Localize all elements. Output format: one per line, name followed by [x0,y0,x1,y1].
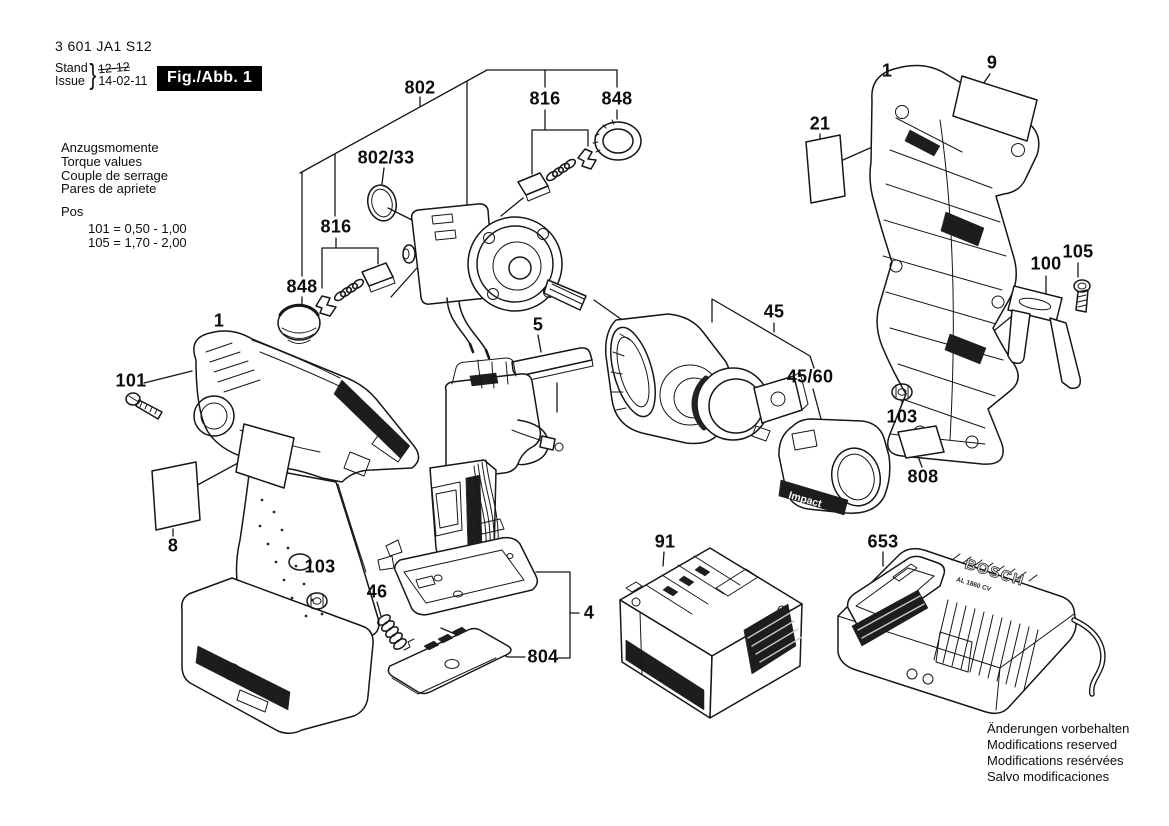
part-callout-45-60: 45/60 [786,366,834,387]
part-callout-100: 100 [1030,253,1062,274]
part-callout-816: 816 [529,88,561,109]
motor-assembly-drawing [402,203,587,360]
notice-es: Salvo modificaciones [987,769,1110,784]
issue-date: 14-02-11 [98,74,148,88]
contact-plate-804-drawing [387,626,512,695]
notice-de: Änderungen vorbehalten [987,721,1130,736]
brush-set-top-drawing [517,148,597,202]
part-callout-808: 808 [907,466,939,487]
revision-block: Stand Issue } 12-12 14-02-11 [55,59,148,91]
part-callout-653: 653 [867,531,899,552]
nut-103-right-drawing [891,383,913,401]
stand-label: Stand [55,61,88,75]
torque-title-de: Anzugsmomente [61,140,159,155]
part-callout-8: 8 [167,535,179,556]
screw-105-drawing [1073,279,1091,313]
part-callout-91: 91 [654,531,676,552]
part-callout-45: 45 [763,301,785,322]
battery-91-drawing [619,547,803,719]
belt-clip-100-drawing [1007,285,1082,390]
torque-entry-101: 101 = 0,50 - 1,00 [88,220,187,236]
torque-entry-105: 105 = 1,70 - 2,00 [88,235,187,251]
notice-en: Modifications reserved [987,737,1118,752]
part-callout-848: 848 [286,276,318,297]
part-callout-103: 103 [304,556,336,577]
part-callout-804: 804 [527,646,559,667]
document-part-number: 3 601 JA1 S12 [55,38,153,54]
modifications-notice: Änderungen vorbehalten Modifications res… [987,721,1129,785]
screw-101-drawing [125,392,163,420]
brush-set-left-drawing [315,262,396,317]
revision-dates: 12-12 14-02-11 [98,60,148,88]
part-callout-848: 848 [601,88,633,109]
left-housing-drawing [181,330,420,734]
revision-brace: } [89,59,96,91]
notice-fr: Modifications resérvées [987,753,1124,768]
impact-mechanism-45-drawing [604,313,809,445]
part-callout-105: 105 [1062,241,1094,262]
pos-label: Pos [61,204,84,220]
part-callout-46: 46 [366,581,388,602]
sticker-808-drawing [897,425,945,459]
torque-title-fr: Couple de serrage [61,167,168,183]
o-ring-drawing [366,184,398,222]
part-callout-802-33: 802/33 [357,147,415,168]
part-callout-802: 802 [404,77,436,98]
part-callout-101: 101 [115,370,147,391]
ring-nut-848-top-drawing [592,119,642,161]
torque-title-en: Torque values [61,153,142,169]
revision-labels: Stand Issue [55,62,88,88]
cap-848-left-drawing [277,303,321,344]
issue-label: Issue [55,74,85,88]
charger-653-drawing: BOSCH AL 1860 CV [837,547,1106,715]
part-callout-816: 816 [320,216,352,237]
nut-103-left-drawing [306,592,328,610]
grip-texture-dots [258,498,324,618]
part-callout-103: 103 [886,406,918,427]
nose-cover-45-60-drawing: Impact [778,418,891,516]
part-callout-1: 1 [881,60,893,81]
part-callout-21: 21 [809,113,831,134]
switch-assembly-drawing [377,357,564,616]
torque-values-block: Anzugsmomente Torque values Couple de se… [61,141,187,251]
part-callout-1: 1 [213,310,225,331]
part-callout-5: 5 [532,314,544,335]
figure-label: Fig./Abb. 1 [157,66,263,91]
part-callout-9: 9 [986,52,998,73]
part-callout-4: 4 [583,602,595,623]
torque-title-es: Pares de apriete [61,181,157,197]
sticker-9-drawing [952,75,1038,142]
sticker-8-drawing [151,461,201,531]
spring-46-drawing [377,614,407,650]
sticker-21-drawing [805,134,846,204]
